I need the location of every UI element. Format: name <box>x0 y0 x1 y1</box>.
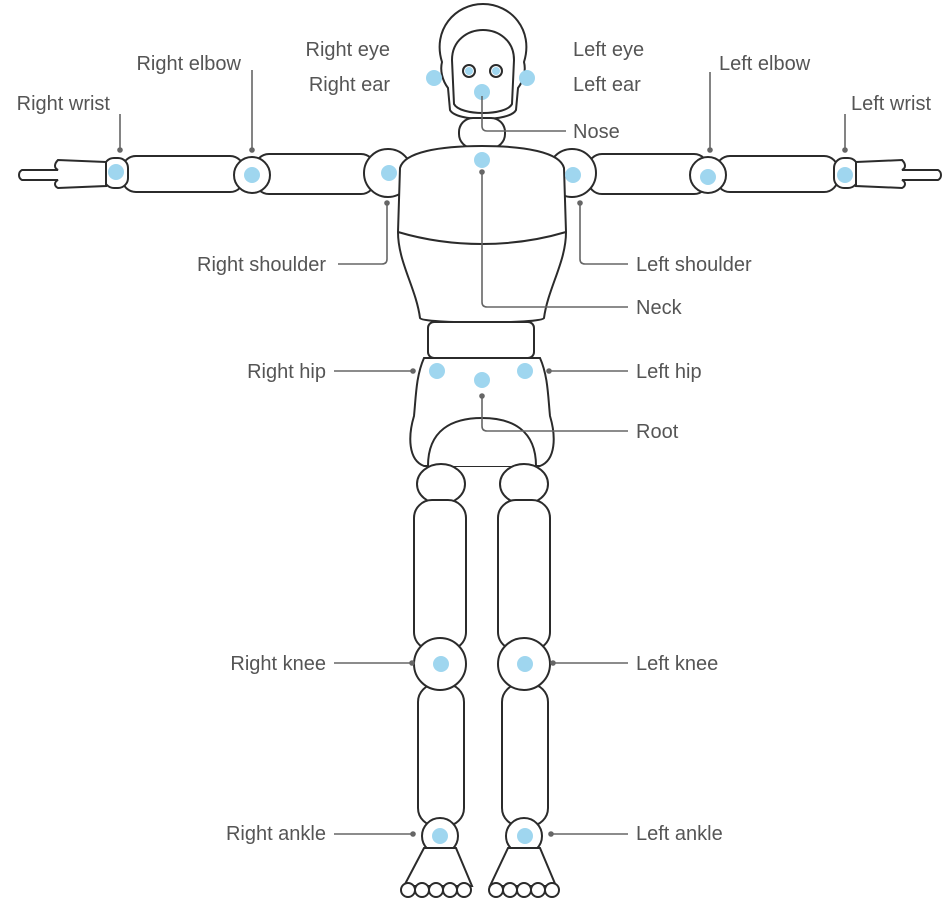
label-right-eye: Right eye <box>306 39 391 61</box>
left-ankle-marker <box>517 828 533 844</box>
right-thigh-joint <box>416 463 466 505</box>
label-left-ear: Left ear <box>573 74 641 96</box>
right-elbow-marker <box>244 167 260 183</box>
left-thigh-joint <box>499 463 549 505</box>
label-nose: Nose <box>573 121 620 143</box>
nose-marker <box>474 84 490 100</box>
labels: Right eye Right ear Left eye Left ear No… <box>17 39 932 845</box>
label-right-ankle: Right ankle <box>226 823 326 845</box>
label-right-wrist: Right wrist <box>17 93 111 115</box>
left-foot <box>488 847 558 887</box>
left-hand <box>855 158 942 190</box>
label-right-ear: Right ear <box>309 74 390 96</box>
right-forearm <box>121 155 245 193</box>
right-foot <box>402 847 474 887</box>
right-knee-marker <box>433 656 449 672</box>
left-forearm <box>715 155 839 193</box>
left-knee-marker <box>517 656 533 672</box>
label-left-eye: Left eye <box>573 39 644 61</box>
label-left-elbow: Left elbow <box>719 53 811 75</box>
joint-markers <box>108 67 853 844</box>
label-right-shoulder: Right shoulder <box>197 254 326 276</box>
label-left-shoulder: Left shoulder <box>636 254 752 276</box>
label-right-knee: Right knee <box>230 653 326 675</box>
mannequin-figure <box>18 2 942 898</box>
leader-lines <box>117 70 848 837</box>
right-hip-marker <box>429 363 445 379</box>
right-toes <box>400 882 472 898</box>
left-eye-marker <box>492 67 500 75</box>
label-neck: Neck <box>636 297 683 319</box>
label-left-hip: Left hip <box>636 361 702 383</box>
label-left-wrist: Left wrist <box>851 93 931 115</box>
left-wrist-marker <box>837 167 853 183</box>
right-ear-marker <box>426 70 442 86</box>
right-wrist-marker <box>108 164 124 180</box>
label-right-hip: Right hip <box>247 361 326 383</box>
left-thigh <box>497 499 551 651</box>
right-shin <box>417 683 465 827</box>
face <box>450 28 516 114</box>
root-leader <box>481 396 628 432</box>
left-hip-marker <box>517 363 533 379</box>
right-shoulder-marker <box>381 165 397 181</box>
left-shoulder-leader <box>579 203 628 265</box>
left-toes <box>488 882 560 898</box>
left-shoulder-marker <box>565 167 581 183</box>
nose-leader <box>481 96 566 132</box>
neck-marker <box>474 152 490 168</box>
root-marker <box>474 372 490 388</box>
neck-leader <box>481 172 628 308</box>
label-left-ankle: Left ankle <box>636 823 723 845</box>
label-right-elbow: Right elbow <box>136 53 241 75</box>
left-ear-marker <box>519 70 535 86</box>
right-shoulder-leader <box>338 203 388 265</box>
label-root: Root <box>636 421 679 443</box>
right-ankle-marker <box>432 828 448 844</box>
label-left-knee: Left knee <box>636 653 718 675</box>
right-hand <box>18 158 107 190</box>
right-thigh <box>413 499 467 651</box>
waist <box>427 321 535 359</box>
left-elbow-marker <box>700 169 716 185</box>
right-eye-marker <box>465 67 473 75</box>
right-upper-arm <box>254 153 376 195</box>
left-shin <box>501 683 549 827</box>
